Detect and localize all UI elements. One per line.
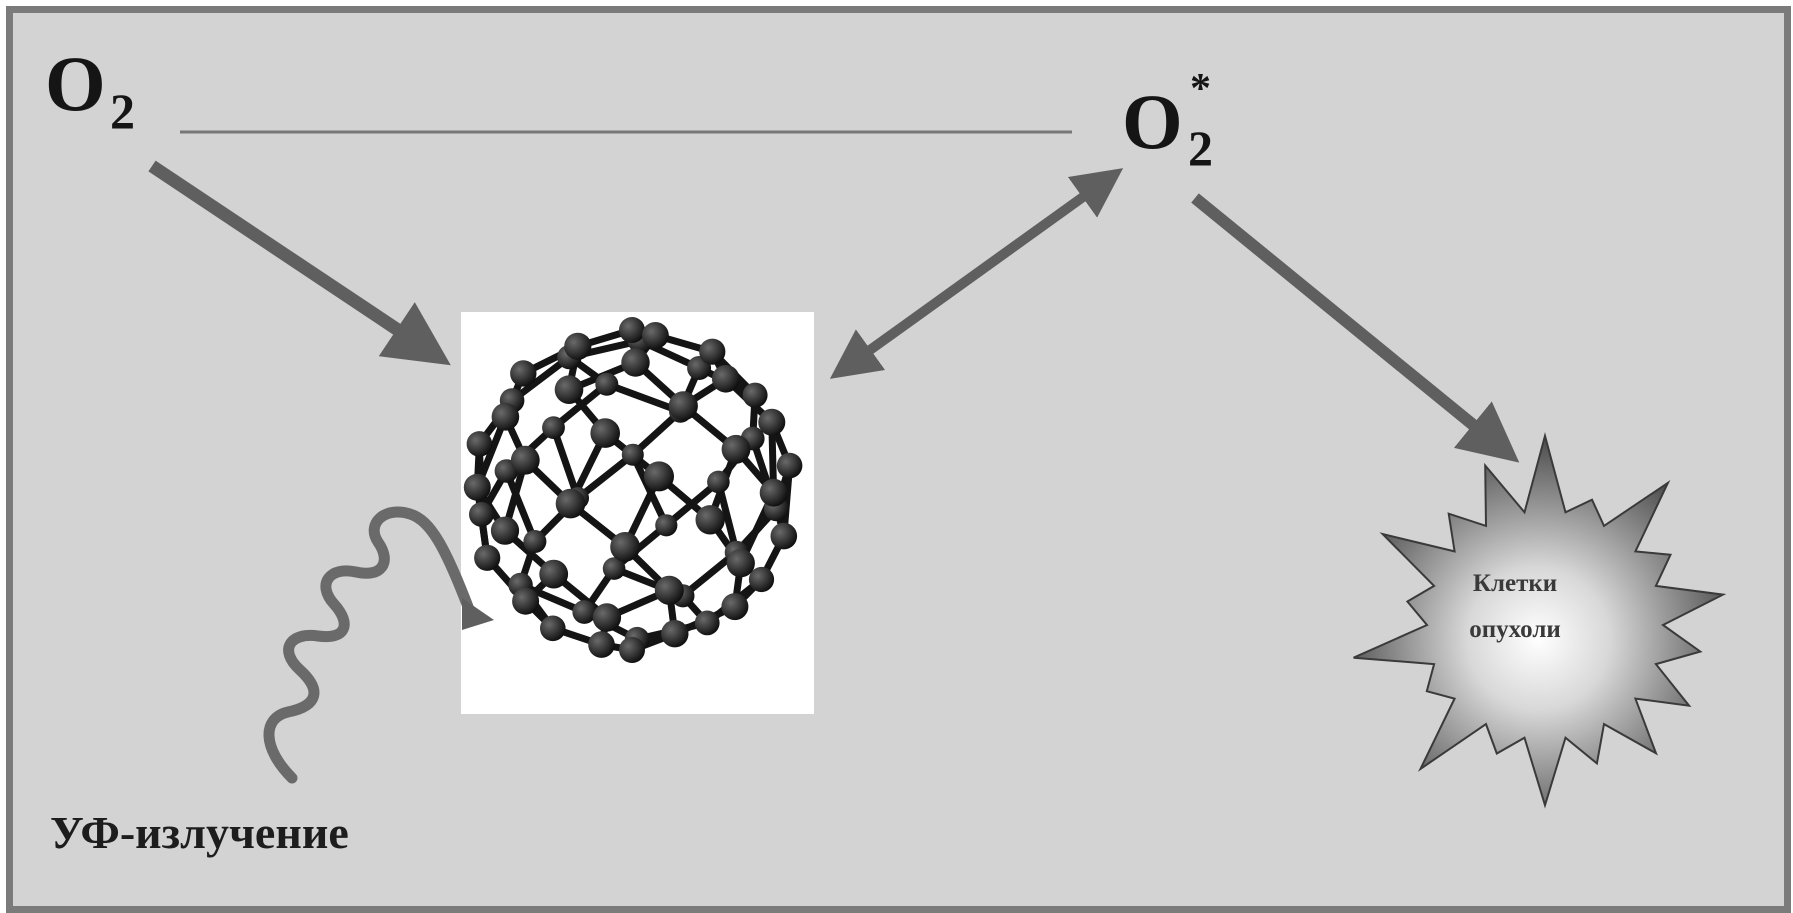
fullerene-atom bbox=[699, 338, 726, 365]
fullerene-atom bbox=[742, 382, 768, 408]
fullerene-atom bbox=[668, 391, 698, 421]
arrow-oxygen-to-fullerene bbox=[148, 160, 451, 366]
svg-text:O: O bbox=[45, 40, 106, 127]
fullerene-atom bbox=[595, 372, 619, 396]
arrow-excited-oxygen-to-tumor bbox=[1191, 193, 1520, 463]
fullerene-atom bbox=[758, 408, 786, 436]
fullerene-atom bbox=[474, 544, 501, 571]
fullerene-atom bbox=[588, 631, 615, 658]
fullerene-atom bbox=[592, 603, 622, 632]
svg-text:*: * bbox=[1190, 66, 1211, 112]
fullerene-atom bbox=[523, 530, 547, 553]
fullerene-atom bbox=[621, 348, 650, 377]
fullerene-atom bbox=[712, 365, 740, 393]
svg-text:2: 2 bbox=[1188, 120, 1213, 176]
fullerene-atom bbox=[572, 600, 597, 624]
fullerene-atom bbox=[602, 557, 626, 580]
fullerene-atom bbox=[564, 332, 592, 360]
excited-oxygen-label: O * 2 bbox=[1122, 66, 1213, 176]
fullerene-atom bbox=[590, 418, 620, 448]
fullerene-atom bbox=[770, 522, 798, 550]
fullerene-bond bbox=[550, 426, 582, 500]
fullerene-atom bbox=[512, 587, 540, 615]
uv-wave-icon bbox=[263, 506, 494, 784]
fullerene-atom bbox=[542, 416, 565, 439]
fullerene-atom bbox=[469, 502, 494, 527]
fullerene-atom bbox=[490, 516, 520, 545]
fullerene-atom bbox=[695, 505, 725, 535]
fullerene-atom bbox=[466, 431, 493, 457]
fullerene-atom bbox=[491, 403, 520, 431]
fullerene-atom bbox=[621, 443, 644, 466]
arrow-fullerene-to-excited-oxygen bbox=[829, 168, 1124, 379]
fullerene-atom bbox=[654, 575, 684, 605]
tumor-starburst-icon bbox=[1353, 432, 1727, 809]
fullerene-c60-icon bbox=[463, 317, 803, 663]
fullerene-atom bbox=[510, 360, 537, 387]
fullerene-atom bbox=[463, 473, 491, 501]
svg-text:O: O bbox=[1122, 78, 1183, 165]
fullerene-atom bbox=[619, 637, 645, 663]
fullerene-atom bbox=[707, 470, 730, 494]
fullerene-atom bbox=[644, 461, 674, 492]
fullerene-atom bbox=[759, 478, 788, 507]
fullerene-atom bbox=[510, 445, 540, 475]
fullerene-atom bbox=[661, 620, 689, 648]
fullerene-bond bbox=[575, 451, 635, 501]
tumor-cells-label-line1: Клетки bbox=[1473, 570, 1557, 597]
oxygen-label: O 2 bbox=[45, 40, 135, 139]
fullerene-atom bbox=[726, 549, 755, 578]
fullerene-bond bbox=[605, 380, 682, 415]
fullerene-atom bbox=[554, 375, 584, 405]
fullerene-atom bbox=[555, 488, 586, 519]
fullerene-bond bbox=[503, 469, 539, 543]
fullerene-atom bbox=[539, 559, 569, 589]
fullerene-bond bbox=[629, 453, 670, 527]
fullerene-atom bbox=[540, 615, 566, 642]
fullerene-atom bbox=[642, 322, 669, 349]
fullerene-atom bbox=[721, 593, 749, 621]
tumor-cells-label-line2: опухоли bbox=[1469, 616, 1561, 643]
svg-text:2: 2 bbox=[110, 83, 135, 139]
fullerene-atom bbox=[748, 566, 775, 593]
uv-radiation-label: УФ-излучение bbox=[50, 807, 349, 858]
fullerene-atom bbox=[721, 434, 751, 464]
fullerene-atom bbox=[619, 317, 645, 343]
fullerene-atom bbox=[694, 610, 720, 636]
fullerene-atom bbox=[610, 532, 640, 562]
fullerene-atom bbox=[776, 452, 803, 479]
fullerene-atom bbox=[655, 514, 678, 537]
